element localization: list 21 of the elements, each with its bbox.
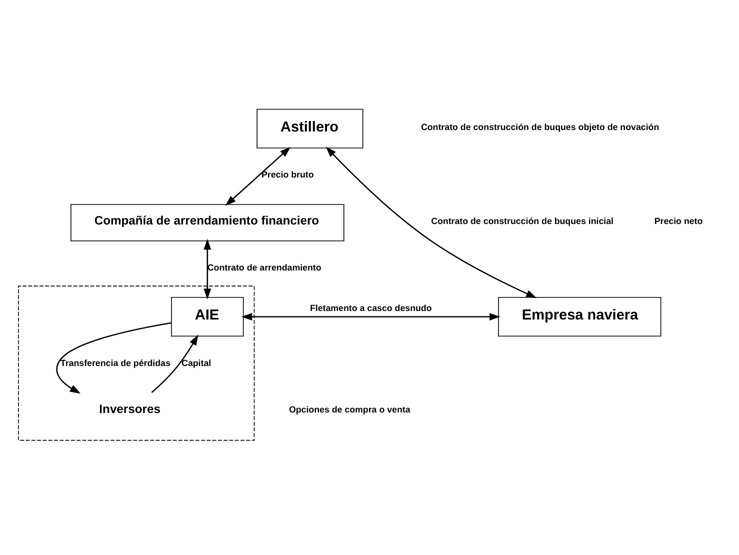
edge-label: Precio bruto — [261, 169, 314, 180]
node-box: Astillero — [256, 108, 364, 148]
edge-label: Contrato de construcción de buques inicial — [431, 216, 614, 226]
edge-label: Fletamento a casco desnudo — [310, 302, 432, 312]
arrow — [204, 238, 212, 299]
arrow — [326, 146, 537, 298]
arrow — [241, 312, 500, 320]
label: Opciones de compra o venta — [288, 404, 410, 414]
label: Precio neto — [654, 216, 703, 226]
node-box: Empresa naviera — [498, 296, 662, 336]
node-box: Compañía de arrendamiento financiero — [70, 204, 344, 241]
cluster — [18, 285, 255, 440]
node-text: Inversores — [99, 401, 160, 416]
node-box: AIE — [171, 296, 244, 336]
edge-label: Capital — [182, 357, 212, 368]
arrow — [225, 146, 291, 206]
arrow — [151, 334, 198, 392]
label: Contrato de construcción de buques objeto de novación — [420, 122, 660, 132]
edge-label: Transferencia de pérdidas — [60, 357, 170, 368]
edge-label: Contrato de arrendamiento — [207, 262, 322, 272]
arrow — [56, 322, 172, 394]
